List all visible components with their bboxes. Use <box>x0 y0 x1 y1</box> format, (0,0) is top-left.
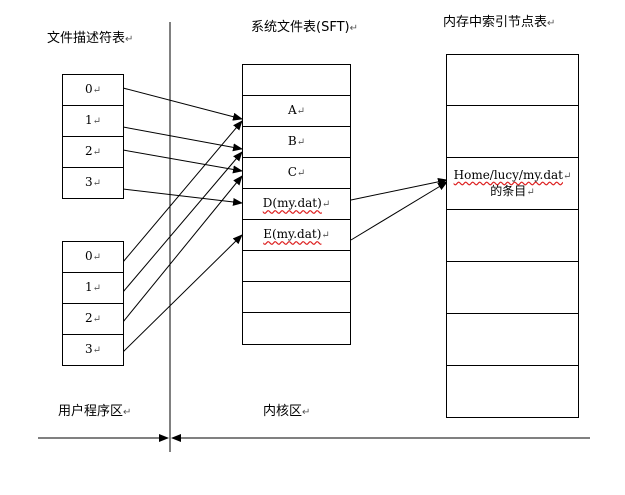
pointer-arrow-fd1-1-to-b <box>122 126 243 152</box>
pointer-arrow-fd2-2-to-c <box>122 175 243 323</box>
sft-entry-7 <box>242 282 351 313</box>
kernel-region-label: 内核区↵ <box>263 404 311 419</box>
inode-entry-4 <box>446 262 579 314</box>
fd-table-1-entry-0: 0↵ <box>62 74 124 106</box>
fd-table-2-entry-1: 1↵ <box>62 273 124 304</box>
sft-entry-6 <box>242 251 351 282</box>
fd-table-header: 文件描述符表↵ <box>47 31 134 46</box>
pointer-arrow-fd1-0-to-a <box>122 87 243 121</box>
inode-entry-6 <box>446 366 579 418</box>
pointer-arrow-fd2-3-to-e <box>122 234 243 353</box>
sft-entry-e: E(my.dat)↵ <box>242 220 351 251</box>
user-region-label: 用户程序区↵ <box>58 404 132 419</box>
sft-entry-c: C↵ <box>242 158 351 189</box>
fd-table-1-entry-3: 3↵ <box>62 168 124 199</box>
sft-entry-8 <box>242 313 351 345</box>
sft-entry-b: B↵ <box>242 127 351 158</box>
fd-table-2-entry-2: 2↵ <box>62 304 124 335</box>
inode-entry-0 <box>446 54 579 106</box>
sft-entry-d: D(my.dat)↵ <box>242 189 351 220</box>
inode-entry-my-dat: Home/lucy/my.dat↵ 的条目↵ <box>446 158 579 210</box>
sft-entry-0 <box>242 64 351 96</box>
fd-table-2-entry-0: 0↵ <box>62 241 124 273</box>
sft-entry-a: A↵ <box>242 96 351 127</box>
pointer-arrow-fd2-0-to-a <box>122 120 243 263</box>
inode-entry-3 <box>446 210 579 262</box>
inode-entry-5 <box>446 314 579 366</box>
inode-entry-1 <box>446 106 579 158</box>
pointer-arrow-e-to-inode <box>350 181 448 241</box>
pointer-arrow-d-to-inode <box>350 177 448 201</box>
pointer-arrow-fd1-2-to-c <box>122 149 243 174</box>
fd-table-1-entry-1: 1↵ <box>62 106 124 137</box>
inode-table-header: 内存中索引节点表↵ <box>443 15 556 30</box>
pointer-arrow-fd2-1-to-b <box>122 151 243 293</box>
sft-header: 系统文件表(SFT)↵ <box>251 20 358 35</box>
fd-table-1-entry-2: 2↵ <box>62 137 124 168</box>
fd-table-2-entry-3: 3↵ <box>62 335 124 366</box>
